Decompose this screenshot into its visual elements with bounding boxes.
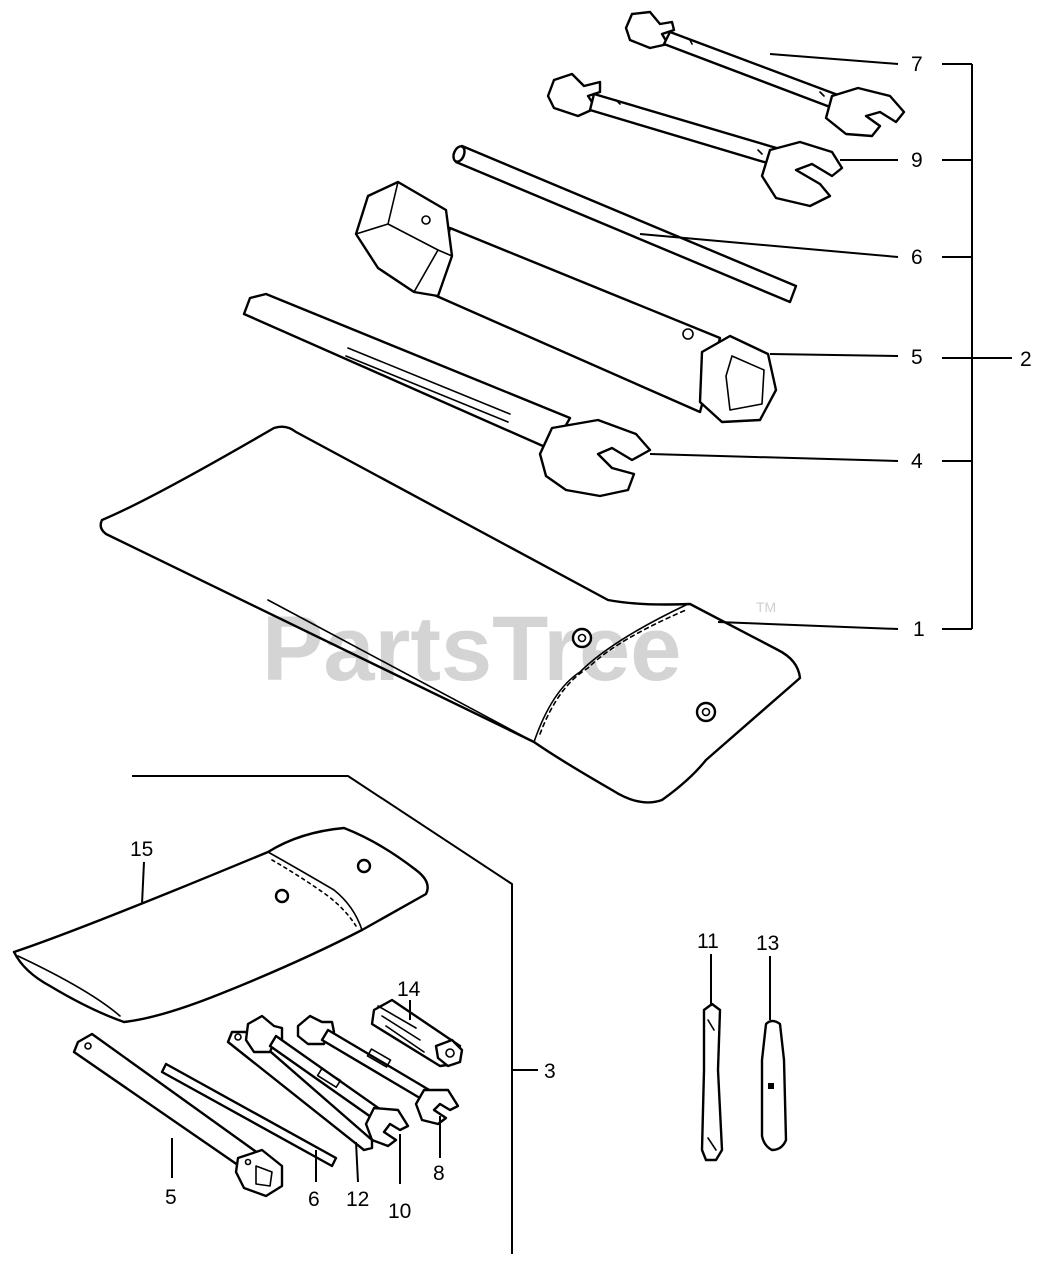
part-6-rod-lower (160, 1062, 338, 1168)
callout-12: 12 (346, 1188, 369, 1211)
part-6-tommy-bar (452, 144, 798, 304)
part-7-open-end-wrench (624, 10, 906, 138)
callout-9: 9 (911, 149, 923, 172)
callout-13: 13 (756, 932, 779, 955)
watermark-text: PartsTree (262, 598, 681, 700)
callout-8: 8 (433, 1162, 445, 1185)
callout-15: 15 (130, 838, 153, 861)
watermark-trademark: TM (756, 599, 776, 615)
part-13-handle-grip (760, 1019, 788, 1152)
callout-14: 14 (397, 978, 421, 1001)
group-3-bracket (132, 775, 538, 1254)
callout-5-lower: 5 (165, 1186, 177, 1209)
part-8-small-wrench (296, 1014, 460, 1126)
part-1-tool-bag (99, 425, 802, 804)
callout-3: 3 (544, 1060, 556, 1083)
part-15-tool-bag (12, 826, 429, 1024)
part-10-small-wrench (244, 1014, 410, 1148)
part-4-large-wrench (242, 292, 652, 498)
callout-2: 2 (1020, 348, 1032, 371)
callout-10: 10 (388, 1200, 411, 1223)
callout-7: 7 (911, 53, 923, 76)
part-11-screwdriver-shaft (700, 1002, 724, 1162)
callout-6-lower: 6 (308, 1188, 320, 1211)
callout-4: 4 (911, 450, 923, 473)
callout-6-upper: 6 (911, 246, 923, 269)
part-5-box-wrench (354, 180, 778, 424)
callout-11: 11 (697, 930, 719, 953)
callout-5-upper: 5 (911, 346, 923, 369)
part-5-box-wrench-lower (72, 1032, 284, 1198)
upper-leader-lines (639, 53, 1012, 630)
part-14-socket (370, 998, 464, 1068)
callout-1: 1 (913, 618, 925, 641)
part-9-open-end-wrench (546, 72, 844, 208)
